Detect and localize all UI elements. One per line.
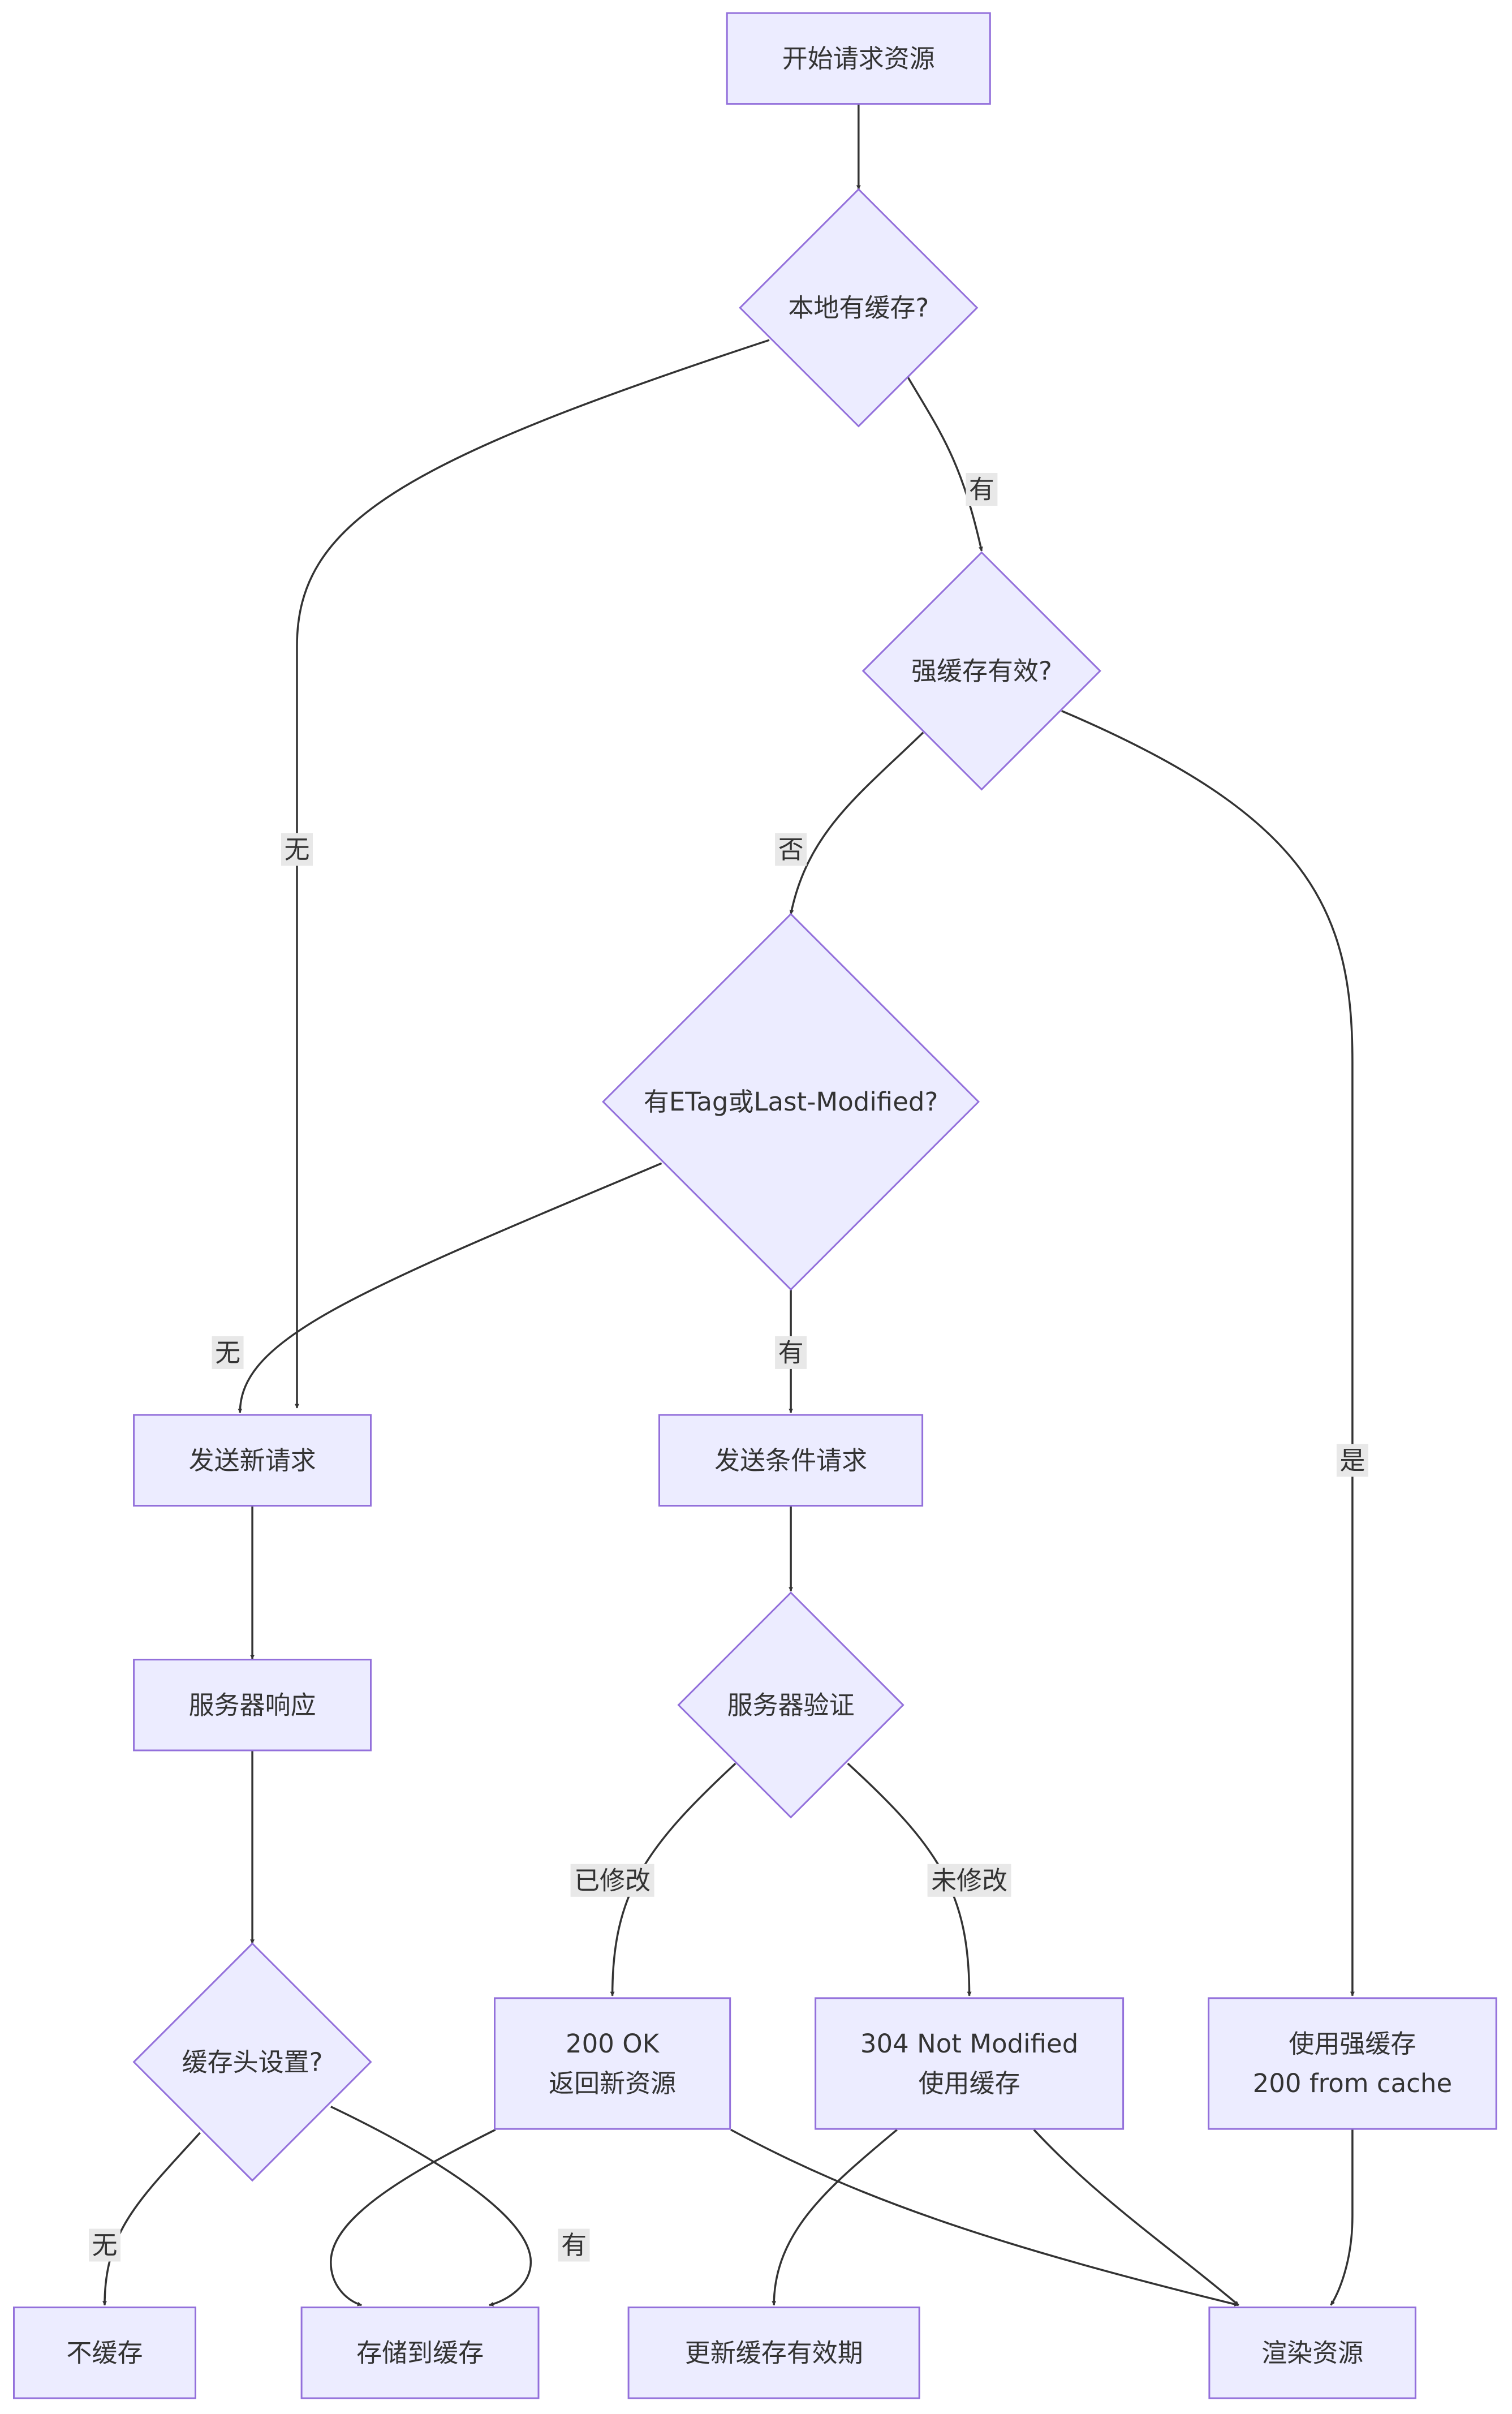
node-label: 更新缓存有效期: [685, 2338, 863, 2368]
edge-label-text: 无: [284, 834, 309, 864]
edge-label-bg: [775, 833, 807, 866]
edge-label-strong_no: 否: [775, 833, 807, 866]
node-label: 强缓存有效?: [911, 656, 1052, 686]
edge-label-bg: [558, 2228, 590, 2262]
node-label: 缓存头设置?: [182, 2047, 323, 2077]
edge-13: [330, 2106, 532, 2307]
node-no-cache: 不缓存: [13, 2307, 196, 2399]
edge-5: [238, 1162, 662, 1413]
edge-16: [772, 2129, 898, 2306]
edge-label-text: 是: [1339, 1445, 1365, 1475]
node-render: 渲染资源: [1208, 2307, 1416, 2399]
edge-label-text: 已修改: [574, 1865, 651, 1895]
edge-label-text: 未修改: [931, 1865, 1007, 1895]
node-label: 返回新资源: [549, 2068, 676, 2098]
node-box: [13, 2307, 196, 2399]
node-ok-200: 200 OK 返回新资源: [494, 1997, 731, 2130]
node-label: 渲染资源: [1261, 2338, 1363, 2368]
edge-14: [330, 2128, 496, 2307]
edge-17: [1033, 2129, 1239, 2306]
node-has-etag: 有ETag或Last-Modified?: [602, 913, 980, 1291]
edge-label-header_no: 无: [89, 2228, 120, 2262]
edge-label-bg: [570, 1864, 654, 1897]
edge-label-etag_no: 无: [212, 1336, 244, 1369]
edge-18: [1330, 2129, 1354, 2306]
node-label: 304 Not Modified: [860, 2029, 1078, 2059]
node-label: 200 from cache: [1253, 2068, 1453, 2098]
edge-1: [295, 339, 770, 1409]
node-diamond: [861, 551, 1101, 791]
edge-label-text: 否: [778, 834, 804, 864]
node-diamond: [132, 1942, 372, 2182]
node-label: 使用强缓存: [1289, 2029, 1416, 2059]
edge-label-local_cache_no: 无: [281, 833, 313, 866]
node-server-response: 服务器响应: [133, 1659, 372, 1752]
edge-label-validate_modified: 已修改: [570, 1864, 654, 1897]
node-box: [133, 1659, 372, 1752]
node-label: 不缓存: [66, 2338, 143, 2368]
node-store-cache: 存储到缓存: [300, 2307, 540, 2399]
edge-4: [1061, 709, 1355, 1996]
edge-label-bg: [927, 1864, 1011, 1897]
node-box: [815, 1997, 1125, 2130]
node-server-validate: 服务器验证: [677, 1591, 904, 1819]
node-label: 有ETag或Last-Modified?: [644, 1087, 938, 1117]
edge-label-text: 无: [215, 1337, 240, 1367]
edge-12: [102, 2132, 201, 2306]
node-has-local-cache: 本地有缓存?: [739, 188, 979, 428]
edge-label-bg: [89, 2228, 120, 2262]
node-box: [627, 2307, 920, 2399]
node-label: 存储到缓存: [356, 2338, 484, 2368]
edge-label-text: 无: [92, 2230, 117, 2260]
node-diamond: [677, 1591, 904, 1819]
edge-labels: 无有否是无有已修改未修改无有: [89, 473, 1368, 2262]
node-box: [300, 2307, 540, 2399]
edge-label-text: 有: [561, 2230, 587, 2260]
edge-label-bg: [212, 1336, 244, 1369]
edge-label-text: 有: [778, 1337, 804, 1367]
node-diamond: [602, 913, 980, 1291]
edge-2: [907, 376, 983, 552]
edge-label-bg: [966, 473, 998, 506]
node-send-new-request: 发送新请求: [133, 1414, 372, 1507]
edge-label-text: 有: [969, 475, 994, 505]
node-cache-header-set: 缓存头设置?: [132, 1942, 372, 2182]
edge-label-local_cache_yes: 有: [966, 473, 998, 506]
edge-label-header_yes: 有: [558, 2228, 590, 2262]
node-start: 开始请求资源: [726, 12, 991, 105]
node-label: 发送条件请求: [714, 1445, 867, 1475]
edge-label-bg: [775, 1336, 807, 1369]
node-box: [658, 1414, 924, 1507]
node-update-expiry: 更新缓存有效期: [627, 2307, 920, 2399]
node-box: [133, 1414, 372, 1507]
node-box: [1208, 1997, 1497, 2130]
node-diamond: [739, 188, 979, 428]
node-label: 服务器验证: [727, 1690, 855, 1720]
node-label: 开始请求资源: [782, 44, 935, 74]
node-use-strong-cache: 使用强缓存 200 from cache: [1208, 1997, 1497, 2130]
node-strong-cache-valid: 强缓存有效?: [861, 551, 1101, 791]
node-send-conditional-request: 发送条件请求: [658, 1414, 924, 1507]
node-box: [494, 1997, 731, 2130]
node-not-modified-304: 304 Not Modified 使用缓存: [815, 1997, 1125, 2130]
node-box: [1208, 2307, 1416, 2399]
node-label: 本地有缓存?: [788, 293, 929, 323]
edge-15: [730, 2128, 1239, 2307]
edge-label-etag_yes: 有: [775, 1336, 807, 1369]
node-label: 200 OK: [566, 2029, 660, 2059]
edge-3: [789, 731, 924, 915]
edges: [102, 105, 1355, 2307]
node-label: 服务器响应: [189, 1690, 316, 1720]
node-label: 发送新请求: [189, 1445, 316, 1475]
edge-label-bg: [281, 833, 313, 866]
node-box: [726, 12, 991, 105]
edge-label-bg: [1336, 1444, 1368, 1477]
node-label: 使用缓存: [919, 2068, 1020, 2098]
edge-label-strong_yes: 是: [1336, 1444, 1368, 1477]
edge-label-validate_not_modified: 未修改: [927, 1864, 1011, 1897]
